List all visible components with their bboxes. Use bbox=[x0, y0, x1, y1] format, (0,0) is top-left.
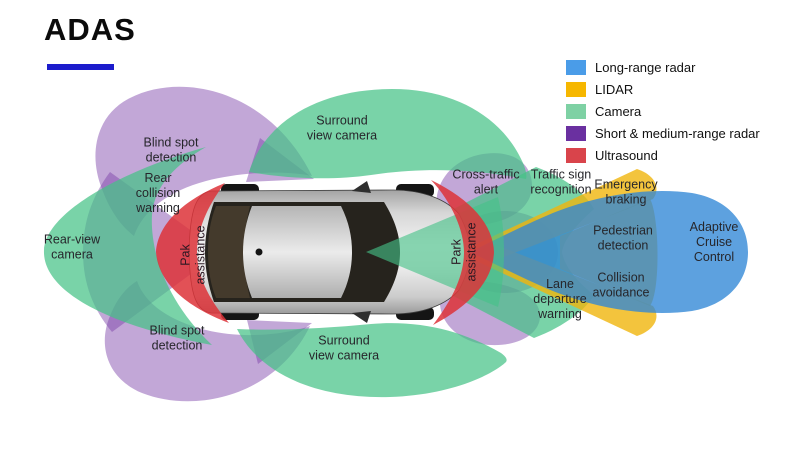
legend-label-lidar: LIDAR bbox=[595, 81, 634, 97]
legend-item-long-range-radar: Long-range radar bbox=[566, 56, 760, 78]
legend-label-camera: Camera bbox=[595, 103, 642, 119]
page-title: ADAS bbox=[44, 12, 136, 47]
legend-label-long-range-radar: Long-range radar bbox=[595, 59, 696, 75]
car-mirror-bottom bbox=[352, 311, 371, 323]
zone-surround-view-bottom bbox=[237, 323, 507, 398]
legend-swatch-long-range-radar bbox=[566, 59, 586, 75]
legend-item-lidar: LIDAR bbox=[566, 78, 760, 100]
zones-ultrasound bbox=[156, 180, 494, 325]
car-rear-window bbox=[208, 206, 250, 298]
legend-swatch-lidar bbox=[566, 81, 586, 97]
title-underline bbox=[47, 64, 114, 70]
legend-swatch-ultrasound bbox=[566, 147, 586, 163]
legend-label-ultrasound: Ultrasound bbox=[595, 147, 658, 163]
legend-label-short-medium-radar: Short & medium-range radar bbox=[595, 125, 760, 141]
car-top-view bbox=[188, 181, 471, 323]
zones-camera bbox=[43, 89, 594, 398]
zone-park-assist-rear-arc bbox=[156, 183, 229, 323]
car-antenna-fin bbox=[255, 248, 263, 256]
car-mirror-top bbox=[352, 181, 371, 193]
legend-swatch-camera bbox=[566, 103, 586, 119]
legend-item-camera: Camera bbox=[566, 100, 760, 122]
zone-long-range-radar bbox=[470, 191, 748, 313]
zone-rear-view-camera bbox=[43, 147, 213, 345]
legend: Long-range radar LIDAR Camera Short & me… bbox=[566, 56, 760, 166]
car-roof bbox=[243, 206, 352, 298]
zone-park-assist-front-arc bbox=[431, 180, 494, 325]
zone-surround-view-top bbox=[249, 89, 527, 179]
legend-swatch-short-medium-radar bbox=[566, 125, 586, 141]
legend-item-ultrasound: Ultrasound bbox=[566, 144, 760, 166]
legend-item-short-medium-radar: Short & medium-range radar bbox=[566, 122, 760, 144]
